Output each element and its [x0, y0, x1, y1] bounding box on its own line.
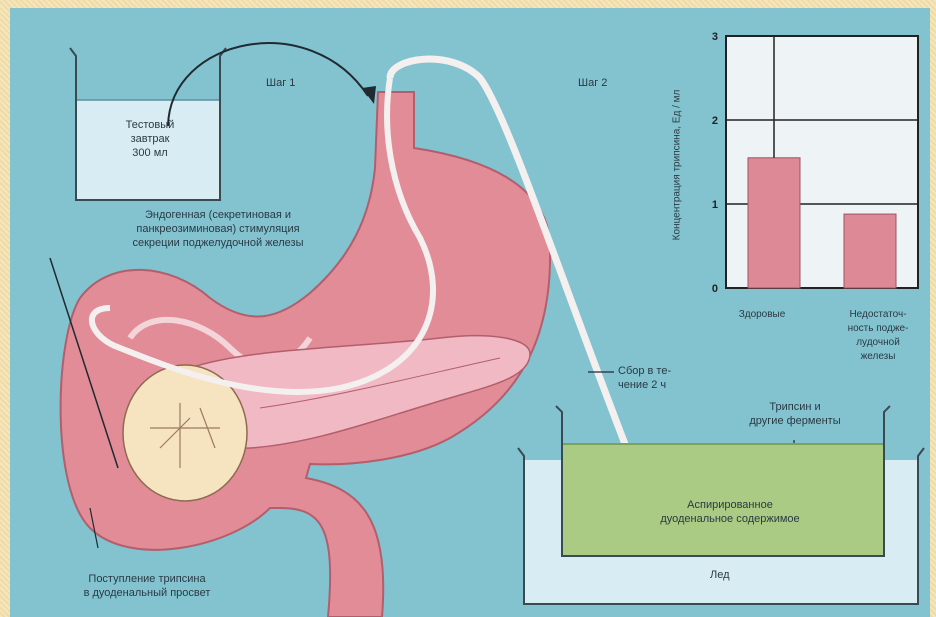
collection-line1: Сбор в те-	[618, 364, 671, 378]
category-insufficiency-line4: железы	[828, 350, 928, 364]
enzymes-line2: другие ферменты	[740, 414, 850, 428]
step1-label: Шаг 1	[266, 76, 295, 90]
step2-label: Шаг 2	[578, 76, 607, 90]
aspirated-line1: Аспирированное	[630, 498, 830, 512]
collection-line2: чение 2 ч	[618, 378, 671, 392]
chart-y-tick-label: 1	[712, 199, 718, 211]
category-insufficiency-line1: Недостаточ-	[828, 308, 928, 322]
trypsin-entry-label: Поступление трипсина в дуоденальный прос…	[72, 572, 222, 600]
enzymes-line1: Трипсин и	[740, 400, 850, 414]
trypsin-chart: 0 1 2 3	[712, 31, 918, 295]
chart-y-tick-label: 0	[712, 283, 718, 295]
aspirated-line2: дуоденальное содержимое	[630, 512, 830, 526]
collection-label: Сбор в те- чение 2 ч	[618, 364, 671, 392]
ice-label: Лед	[710, 568, 730, 582]
test-breakfast-line1: Тестовый	[110, 118, 190, 132]
chart-bar	[748, 158, 800, 288]
stimulation-line3: секреции поджелудочной железы	[88, 236, 348, 250]
chart-category-label-insufficiency: Недостаточ- ность подже- лудочной железы	[828, 308, 928, 364]
category-healthy-line1: Здоровые	[722, 308, 802, 322]
stimulation-line2: панкреозиминовая) стимуляция	[88, 222, 348, 236]
category-insufficiency-line2: ность подже-	[828, 322, 928, 336]
chart-y-axis-label: Концентрация трипсина, Ед / мл	[670, 90, 684, 241]
test-breakfast-label: Тестовый завтрак 300 мл	[110, 118, 190, 160]
aspirated-label: Аспирированное дуоденальное содержимое	[630, 498, 830, 526]
trypsin-entry-line1: Поступление трипсина	[72, 572, 222, 586]
test-breakfast-line2: завтрак	[110, 132, 190, 146]
step1-arrowhead	[362, 86, 376, 104]
test-breakfast-line3: 300 мл	[110, 146, 190, 160]
chart-y-tick-label: 3	[712, 31, 718, 43]
chart-bar	[844, 214, 896, 288]
chart-y-tick-label: 2	[712, 115, 718, 127]
diagram-panel: 0 1 2 3 Шаг 1 Шаг 2 Тестовый завтрак 300 мл…	[10, 8, 930, 617]
stimulation-line1: Эндогенная (секретиновая и	[88, 208, 348, 222]
chart-category-label-healthy: Здоровые	[722, 308, 802, 322]
category-insufficiency-line3: лудочной	[828, 336, 928, 350]
trypsin-entry-line2: в дуоденальный просвет	[72, 586, 222, 600]
stimulation-label: Эндогенная (секретиновая и панкреозимино…	[88, 208, 348, 250]
enzymes-label: Трипсин и другие ферменты	[740, 400, 850, 428]
